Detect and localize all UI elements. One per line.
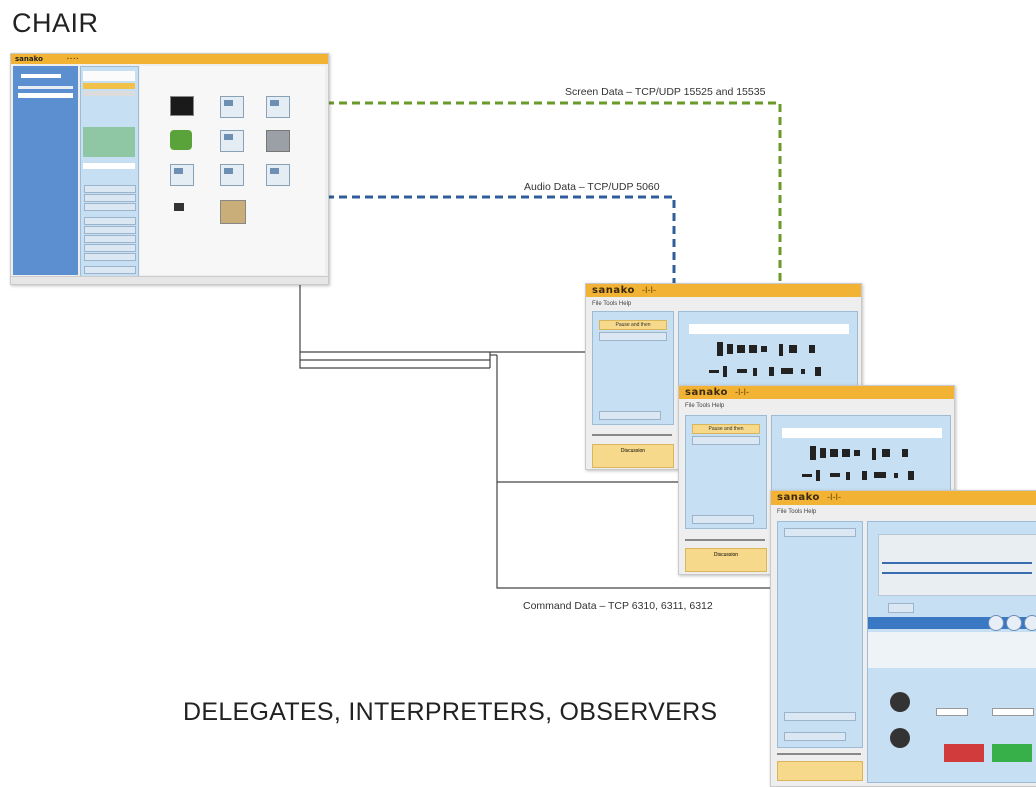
chair-control-panel [80, 66, 139, 277]
delegate2-menu[interactable]: File Tools Help [685, 403, 725, 409]
delegate1-status-panel: Discussion [592, 444, 674, 468]
delegate1-left-panel: Pause and then [592, 311, 674, 425]
delegate2-left-panel: Pause and then [685, 415, 767, 529]
sanako-logo: sanako [592, 285, 635, 296]
audio-data-label: Audio Data – TCP/UDP 5060 [524, 181, 660, 193]
screen-data-line [326, 101, 782, 283]
sanako-logo: sanako [777, 492, 820, 503]
chair-thumbnail-area [140, 66, 325, 275]
delegate3-titlebar: sanako -I-I- [771, 491, 1036, 505]
command-data-lines [299, 283, 772, 589]
delegate2-play-button[interactable]: Pause and then [692, 424, 760, 434]
chair-window: sanako ▪ ▪ ▪ ▪ [10, 53, 329, 285]
delegate3-status-panel [777, 761, 863, 781]
delegate-window-3: sanako -I-I- File Tools Help [770, 490, 1036, 787]
delegate1-play-button[interactable]: Pause and then [599, 320, 667, 330]
delegate1-titlebar: sanako -I-I- [586, 284, 861, 297]
delegate3-left-panel [777, 521, 863, 748]
sanako-logo: sanako [15, 55, 43, 63]
chair-title: CHAIR [12, 8, 99, 38]
command-data-label: Command Data – TCP 6310, 6311, 6312 [523, 600, 713, 612]
delegate3-main-panel [867, 521, 1036, 783]
chair-titlebar: sanako ▪ ▪ ▪ ▪ [11, 54, 328, 64]
delegates-title: DELEGATES, INTERPRETERS, OBSERVERS [183, 698, 718, 726]
delegate2-titlebar: sanako -I-I- [679, 386, 954, 399]
sanako-logo: sanako [685, 387, 728, 398]
delegate1-menu[interactable]: File Tools Help [592, 301, 632, 307]
delegate3-menu[interactable]: File Tools Help [777, 509, 817, 515]
chair-sidebar [13, 66, 78, 275]
screen-data-label: Screen Data – TCP/UDP 15525 and 15535 [565, 86, 766, 98]
audio-data-line [326, 195, 676, 283]
delegate2-status-panel: Discussion [685, 548, 767, 572]
